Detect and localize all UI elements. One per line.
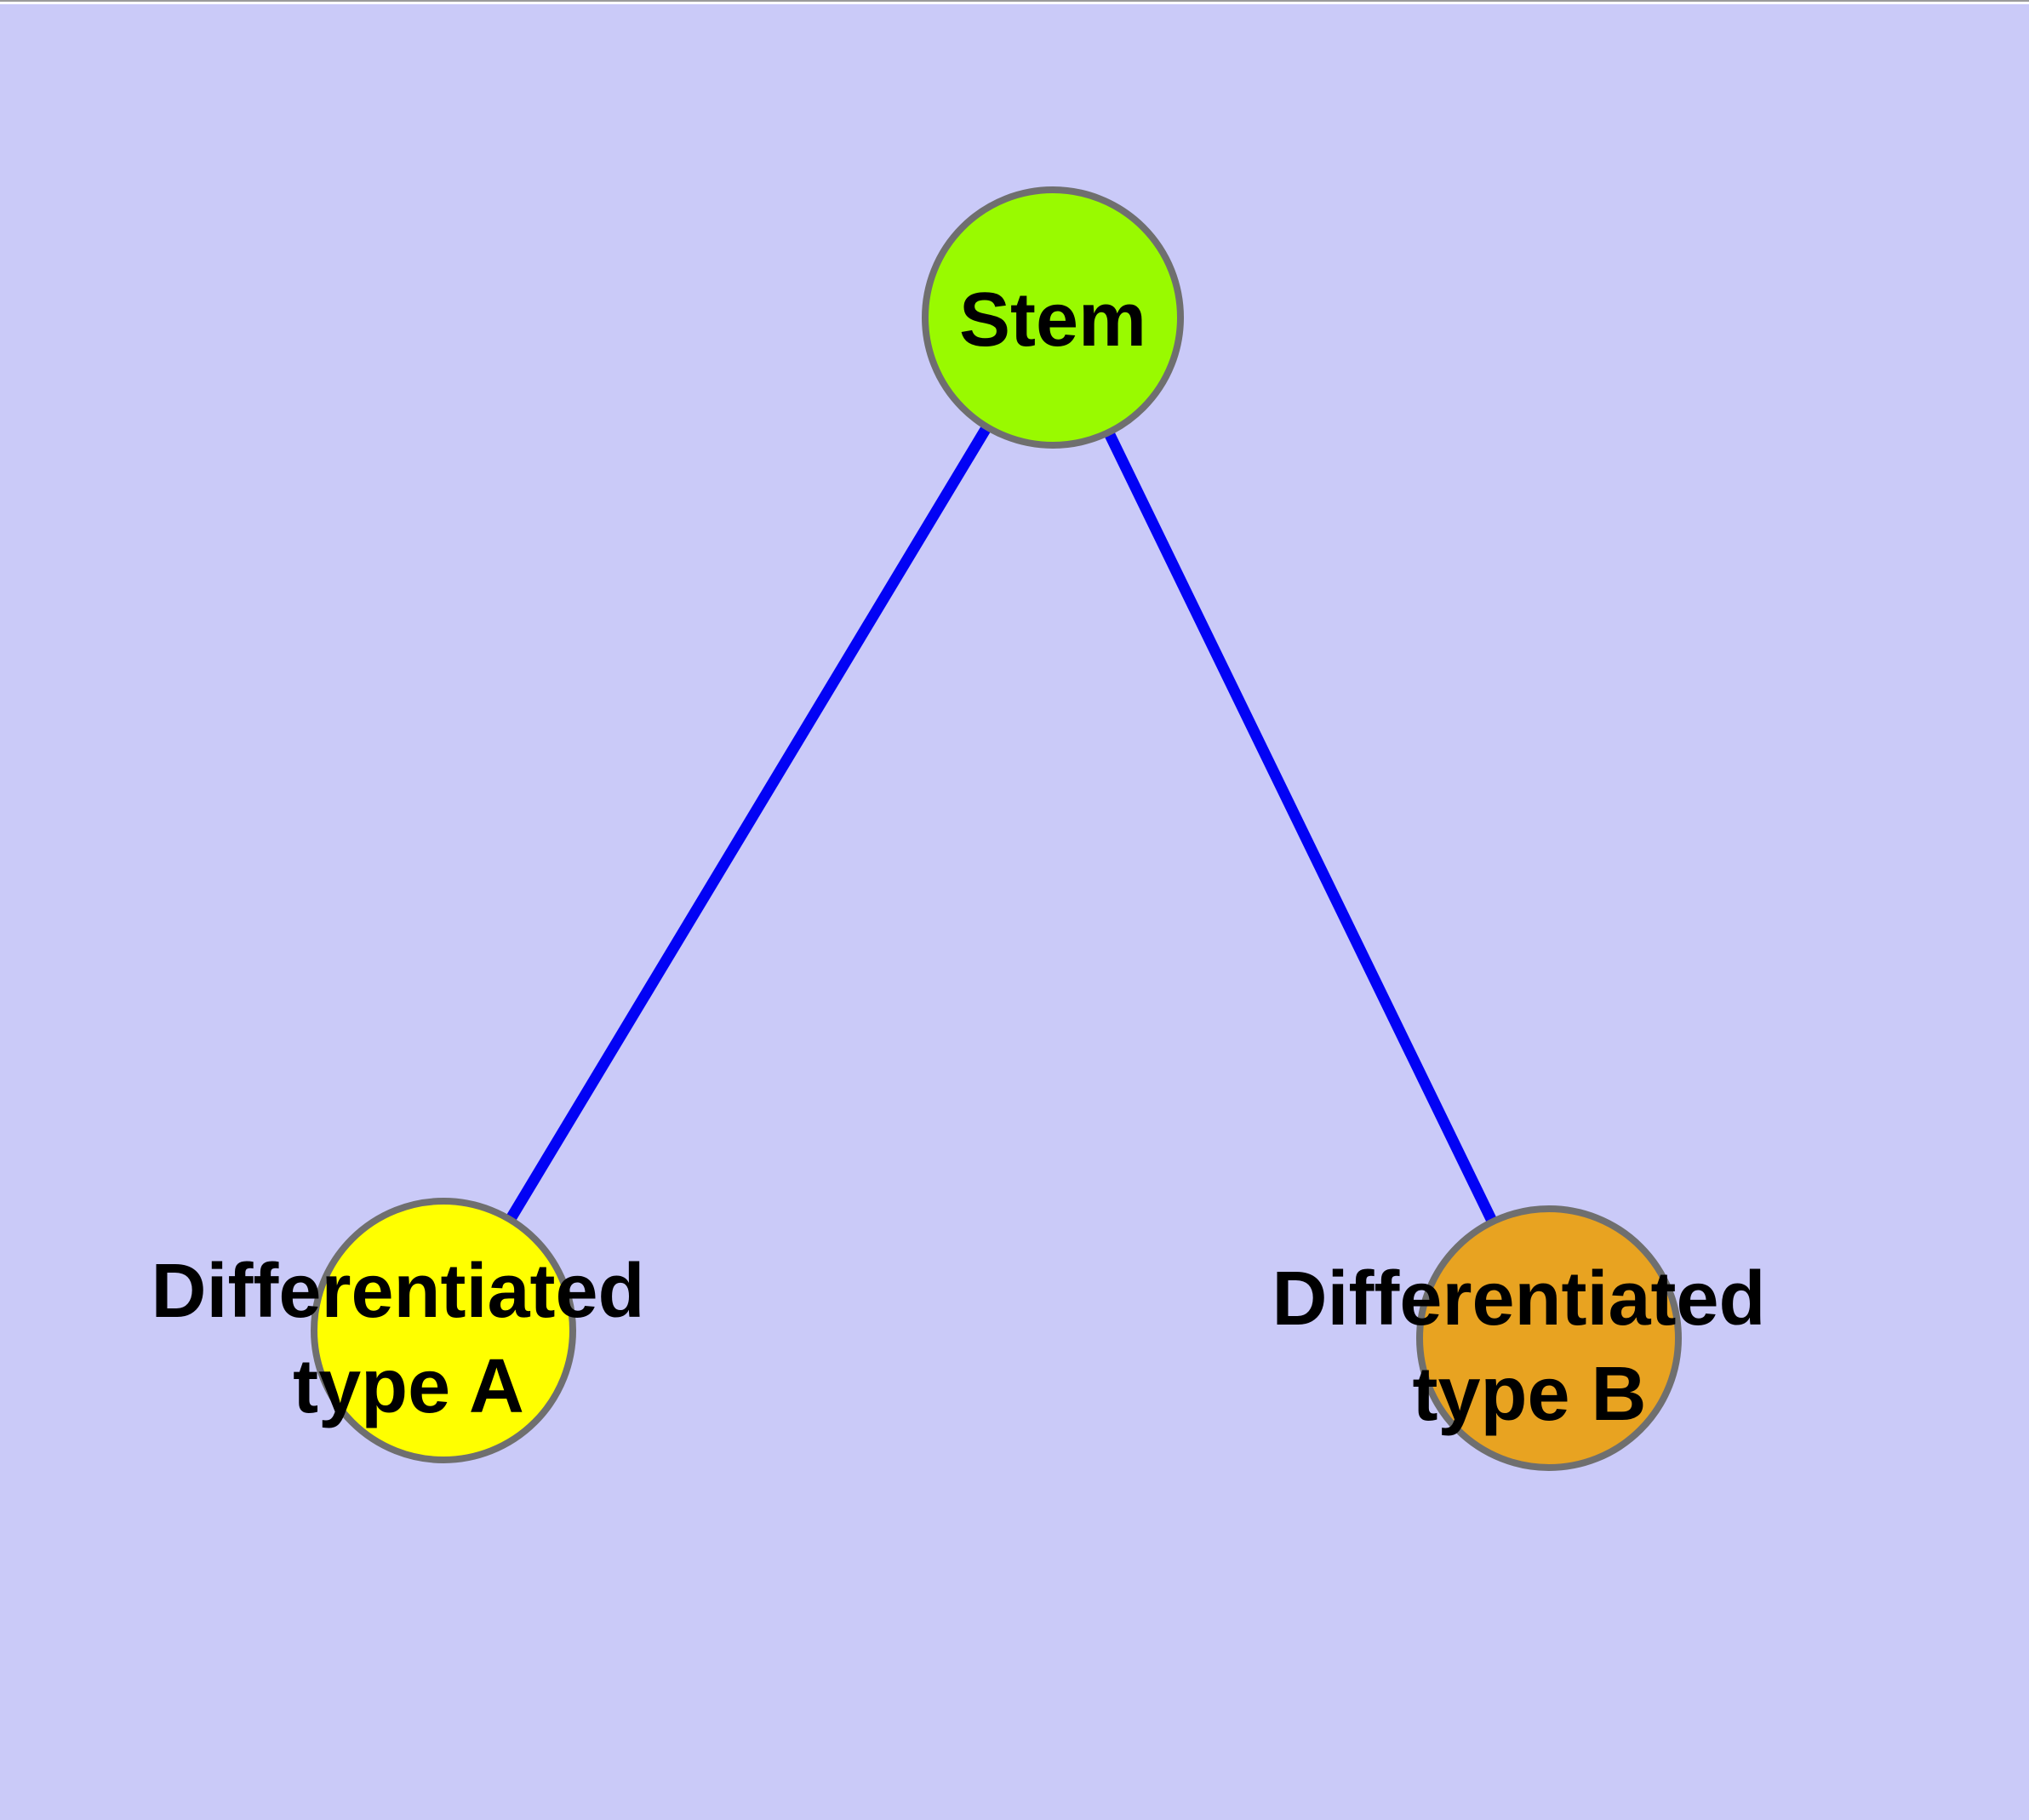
top-border-highlight (0, 2, 2029, 4)
node-differentiated-type-a (311, 1198, 576, 1463)
node-label-differentiated-type-b: Differentiated type B (1272, 1256, 1786, 1437)
node-stem (922, 186, 1184, 449)
edge-stem-to-type-b (1048, 315, 1554, 1341)
edge-stem-to-type-a (438, 314, 1058, 1334)
node-label-differentiated-type-a-line2: type A (293, 1344, 524, 1429)
node-label-differentiated-type-a: Differentiated type A (151, 1249, 666, 1429)
node-label-differentiated-type-b-line2: type B (1412, 1352, 1646, 1437)
node-label-stem: Stem (959, 278, 1146, 363)
node-label-differentiated-type-a-line1: Differentiated (151, 1249, 644, 1334)
node-differentiated-type-b (1416, 1205, 1682, 1471)
top-border-line (0, 0, 2029, 2)
node-label-differentiated-type-b-line1: Differentiated (1272, 1256, 1765, 1342)
